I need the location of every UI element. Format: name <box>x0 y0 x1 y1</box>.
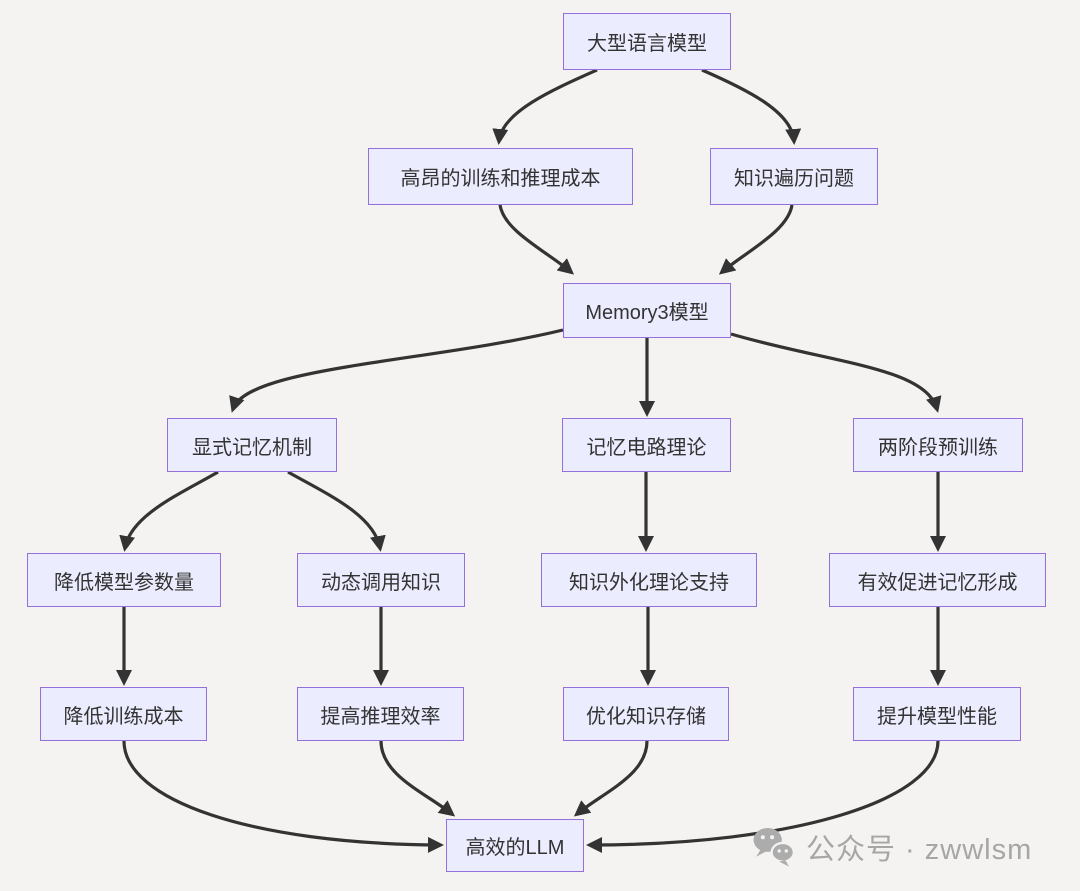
node-reduce-model-parameters: 降低模型参数量 <box>27 553 221 607</box>
node-efficient-llm: 高效的LLM <box>446 819 584 872</box>
node-dynamic-knowledge-invocation: 动态调用知识 <box>297 553 465 607</box>
edge-explicit-to-parameters <box>119 470 219 552</box>
node-improve-model-performance: 提升模型性能 <box>853 687 1021 741</box>
node-high-training-inference-cost: 高昂的训练和推理成本 <box>368 148 633 205</box>
edge-traversal-to-memory3 <box>718 204 794 275</box>
edge-explicit-to-dynamic <box>287 470 386 552</box>
edge-llm-to-cost <box>492 68 598 145</box>
wechat-icon <box>753 827 795 867</box>
edge-inference-to-efficient-llm <box>379 740 456 817</box>
node-two-stage-pretraining: 两阶段预训练 <box>853 418 1023 472</box>
node-reduce-training-cost: 降低训练成本 <box>40 687 207 741</box>
node-large-language-model: 大型语言模型 <box>563 13 731 70</box>
edge-training-cost-to-efficient-llm <box>122 740 444 853</box>
node-promote-memory-formation: 有效促进记忆形成 <box>829 553 1046 607</box>
node-knowledge-traversal-problem: 知识遍历问题 <box>710 148 878 205</box>
edge-memory3-to-explicit-memory <box>229 328 564 413</box>
edge-memory3-to-pretraining <box>730 332 942 413</box>
node-memory3-model: Memory3模型 <box>563 283 731 338</box>
watermark: 公众号 · zwwlsm <box>750 824 1032 870</box>
node-optimize-knowledge-storage: 优化知识存储 <box>563 687 729 741</box>
edge-storage-to-efficient-llm <box>573 740 649 817</box>
edge-cost-to-memory3 <box>498 204 575 275</box>
edge-llm-to-traversal <box>701 68 802 145</box>
node-knowledge-externalization-support: 知识外化理论支持 <box>541 553 757 607</box>
watermark-text: 公众号 · zwwlsm <box>806 834 1033 866</box>
node-memory-circuit-theory: 记忆电路理论 <box>562 418 731 472</box>
edge-performance-to-efficient-llm <box>586 740 940 853</box>
node-explicit-memory-mechanism: 显式记忆机制 <box>167 418 337 472</box>
node-improve-inference-efficiency: 提高推理效率 <box>297 687 464 741</box>
